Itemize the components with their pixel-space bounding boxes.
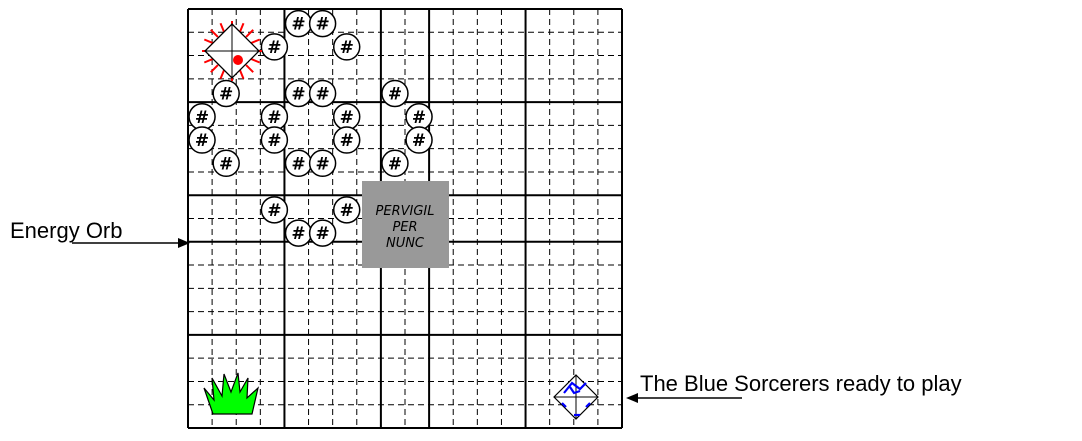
orb-symbol: # — [388, 84, 402, 104]
energy-orb: # — [334, 34, 360, 60]
energy-orb: # — [261, 104, 287, 130]
energy-orb: # — [382, 150, 408, 176]
energy-orb: # — [382, 80, 408, 106]
energy-orb: # — [310, 220, 336, 246]
energy-orb: # — [213, 80, 239, 106]
orb-symbol: # — [315, 15, 329, 35]
orb-symbol: # — [315, 224, 329, 244]
sun-ray — [246, 65, 253, 72]
orb-symbol: # — [195, 131, 209, 151]
blue-sorcerers-label: The Blue Sorcerers ready to play — [640, 371, 962, 396]
energy-orb: # — [310, 11, 336, 37]
energy-orb: # — [286, 150, 312, 176]
orb-symbol: # — [340, 108, 354, 128]
sun-ray — [251, 40, 260, 44]
crescent-moon-icon — [550, 22, 605, 85]
orb-symbol: # — [267, 108, 281, 128]
orb-symbol: # — [340, 201, 354, 221]
sun-ray — [240, 23, 244, 32]
energy-orb: # — [334, 127, 360, 153]
orb-symbol: # — [340, 38, 354, 58]
orb-symbol: # — [267, 131, 281, 151]
center-motto-line-2: PER — [392, 220, 417, 235]
orb-symbol: # — [219, 154, 233, 174]
energy-orb: # — [261, 127, 287, 153]
center-motto-line-3: NUNC — [386, 236, 425, 251]
orb-symbol: # — [315, 154, 329, 174]
energy-orb: # — [213, 150, 239, 176]
orb-symbol: # — [315, 84, 329, 104]
energy-orb: # — [334, 197, 360, 223]
sun-ray — [240, 70, 244, 79]
orb-symbol: # — [291, 84, 305, 104]
energy-orb: # — [310, 150, 336, 176]
blue-sorcerers-arrow-head — [626, 393, 638, 403]
energy-orb: # — [189, 127, 215, 153]
energy-orb-label: Energy Orb — [10, 218, 123, 243]
orb-symbol: # — [388, 154, 402, 174]
sun-ray — [221, 70, 225, 79]
energy-orb: # — [406, 104, 432, 130]
sun-ray — [251, 59, 260, 63]
orb-symbol: # — [291, 154, 305, 174]
energy-orb: # — [261, 34, 287, 60]
energy-orb: # — [310, 80, 336, 106]
orb-symbol: # — [291, 224, 305, 244]
orb-symbol: # — [291, 15, 305, 35]
energy-orb: # — [286, 11, 312, 37]
orb-symbol: # — [219, 84, 233, 104]
energy-orb: # — [334, 104, 360, 130]
energy-orb: # — [286, 220, 312, 246]
energy-orb: # — [189, 104, 215, 130]
orb-symbol: # — [412, 131, 426, 151]
orb-symbol: # — [267, 201, 281, 221]
sun-diamond-icon — [202, 21, 262, 81]
orb-symbol: # — [340, 131, 354, 151]
orb-symbol: # — [412, 108, 426, 128]
energy-orb: # — [406, 127, 432, 153]
center-motto-line-1: PERVIGIL — [376, 204, 435, 219]
energy-orb: # — [261, 197, 287, 223]
orb-symbol: # — [195, 108, 209, 128]
sun-ray — [211, 65, 218, 72]
sun-ray — [221, 23, 225, 32]
energy-orb: # — [286, 80, 312, 106]
orb-symbol: # — [267, 38, 281, 58]
sun-ray — [246, 30, 253, 37]
